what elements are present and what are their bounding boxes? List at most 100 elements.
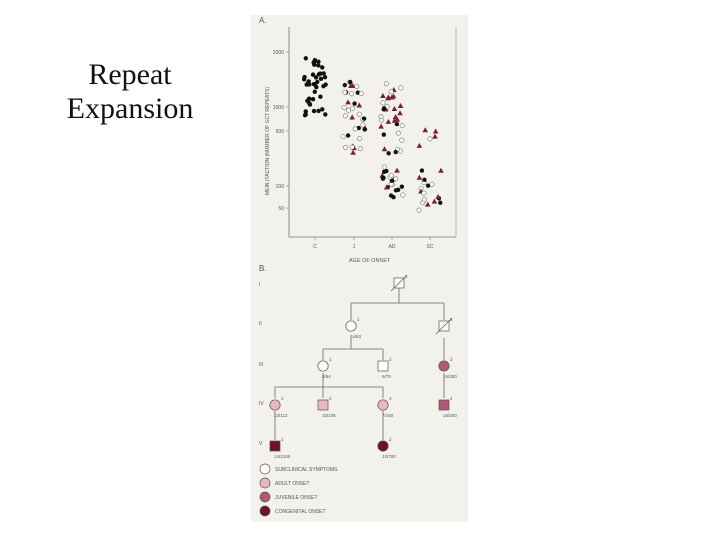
pedigree-repeat-label: 13/112 bbox=[274, 413, 288, 418]
deceased-mark bbox=[435, 317, 453, 335]
data-point bbox=[380, 92, 386, 98]
data-point bbox=[318, 94, 323, 99]
legend-swatch bbox=[259, 491, 271, 503]
pedigree-id: 4 bbox=[450, 396, 453, 401]
data-point bbox=[316, 63, 321, 68]
data-point bbox=[320, 107, 325, 112]
data-point bbox=[394, 121, 400, 127]
data-point bbox=[416, 207, 422, 213]
data-point bbox=[392, 114, 399, 120]
data-point bbox=[438, 167, 444, 173]
generation-label: III bbox=[259, 362, 263, 368]
data-point bbox=[346, 107, 351, 113]
data-point bbox=[341, 105, 347, 111]
pedigree-lines bbox=[274, 283, 445, 440]
data-point bbox=[399, 137, 405, 143]
x-tick-label: AD bbox=[389, 244, 396, 250]
data-point bbox=[362, 127, 367, 132]
data-point bbox=[389, 178, 395, 184]
legend-label: JUVENILE ONSET bbox=[275, 495, 318, 501]
data-point bbox=[354, 84, 360, 89]
panel-a-label: A. bbox=[259, 16, 267, 25]
pedigree-id: 2 bbox=[389, 437, 392, 442]
data-point bbox=[316, 59, 321, 64]
data-point bbox=[312, 58, 317, 64]
data-point bbox=[382, 164, 388, 170]
data-point bbox=[438, 200, 443, 205]
y-tick-label: 100 bbox=[276, 184, 285, 190]
data-point bbox=[356, 102, 363, 108]
data-point bbox=[301, 77, 307, 82]
data-point bbox=[394, 167, 400, 173]
legend-label: SUBCLINICAL SYMPTOMS bbox=[275, 467, 338, 473]
data-point bbox=[384, 95, 391, 101]
pedigree-male-symbol bbox=[377, 360, 389, 372]
pedigree-female-symbol bbox=[317, 360, 329, 372]
data-point bbox=[422, 127, 429, 133]
data-point bbox=[416, 142, 423, 148]
pedigree-id: 1 bbox=[405, 274, 408, 279]
data-point bbox=[388, 193, 394, 198]
data-point bbox=[395, 130, 401, 136]
generation-label: IV bbox=[259, 401, 264, 407]
data-point bbox=[321, 83, 326, 89]
data-point bbox=[303, 112, 308, 117]
data-point bbox=[320, 65, 325, 70]
data-point bbox=[348, 79, 353, 85]
data-point bbox=[400, 192, 406, 198]
data-point bbox=[425, 183, 431, 188]
data-point bbox=[349, 91, 355, 97]
data-point bbox=[381, 175, 386, 181]
data-point bbox=[393, 176, 399, 182]
figure-svg: A. MEIN (TACTION (NUMBER OF GCT REPEATS)… bbox=[259, 16, 457, 517]
data-point bbox=[427, 136, 433, 142]
data-point bbox=[310, 72, 316, 77]
panel-a-xlabel: AGE OF ONSET bbox=[349, 258, 391, 264]
data-point bbox=[386, 151, 391, 156]
data-point bbox=[431, 198, 438, 204]
data-point bbox=[340, 134, 346, 140]
pedigree-repeat-label: 15/300 bbox=[443, 374, 457, 379]
data-point bbox=[383, 184, 390, 190]
x-tick-label: C bbox=[313, 244, 317, 250]
data-point bbox=[424, 201, 431, 207]
pedigree-repeat-label: 13/700 bbox=[382, 454, 396, 459]
data-point bbox=[352, 101, 357, 106]
data-point bbox=[421, 190, 427, 196]
data-point bbox=[393, 149, 398, 155]
data-point bbox=[360, 122, 366, 128]
data-point bbox=[316, 108, 321, 114]
data-point bbox=[381, 132, 386, 137]
pedigree-repeat-label: 16/200 bbox=[443, 413, 457, 418]
data-point bbox=[356, 111, 362, 117]
generation-label: V bbox=[259, 441, 263, 447]
data-point bbox=[318, 71, 323, 76]
panel-a-axes bbox=[288, 27, 457, 238]
pedigree-repeat-label: 5/75 bbox=[382, 374, 391, 379]
data-point bbox=[378, 123, 384, 129]
data-point bbox=[398, 85, 404, 91]
data-point bbox=[381, 169, 387, 175]
data-point bbox=[318, 76, 324, 82]
pedigree-id: 1 bbox=[357, 317, 360, 322]
data-point bbox=[381, 146, 388, 152]
data-point bbox=[380, 100, 386, 106]
data-point bbox=[345, 99, 351, 105]
data-point bbox=[357, 146, 363, 152]
data-point bbox=[311, 108, 317, 114]
pedigree-repeat-label: 10/105 bbox=[322, 413, 336, 418]
data-point bbox=[349, 82, 356, 88]
pedigree-repeat-label: 7/160 bbox=[382, 413, 394, 418]
title-line-1: Repeat bbox=[88, 58, 172, 91]
data-point bbox=[416, 174, 423, 180]
data-point bbox=[432, 128, 439, 134]
data-point bbox=[313, 75, 319, 80]
data-point bbox=[312, 62, 317, 67]
pedigree-male-symbol bbox=[317, 399, 329, 411]
pedigree-male-symbol bbox=[269, 440, 281, 452]
data-point bbox=[322, 74, 328, 80]
pedigree-id: 2 bbox=[329, 396, 332, 401]
legend-swatch bbox=[259, 505, 271, 517]
data-point bbox=[352, 126, 358, 132]
